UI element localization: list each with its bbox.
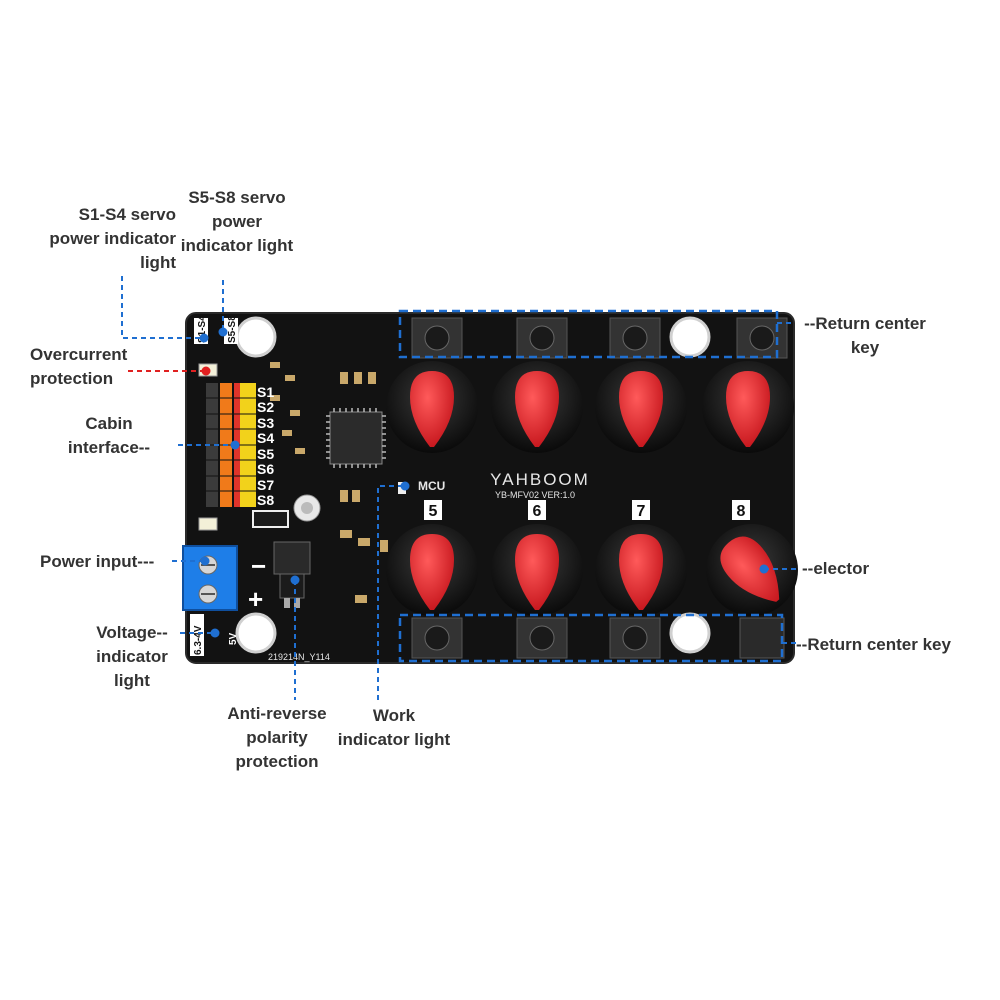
fuse-component (252, 510, 289, 528)
mcu-label: MCU (418, 479, 445, 493)
s1-s4-silk: S1-S4 (197, 315, 208, 343)
callout-dots (199, 327, 769, 638)
servo-label-s7: S7 (257, 477, 274, 493)
knobs-row-top (386, 361, 794, 453)
servo-label-s6: S6 (257, 461, 274, 477)
minus-sign: − (251, 551, 266, 581)
label-selector: --elector (802, 559, 870, 578)
brand-logo-text: YAHBOOM (490, 470, 590, 489)
capacitor (293, 494, 321, 522)
power-terminal-block (182, 545, 238, 611)
serial-text: 219214N_Y114 (268, 652, 330, 662)
tact-switch-bottom-2 (516, 617, 568, 659)
v5-silk: 5V (228, 632, 239, 645)
board-silkscreen: YAHBOOM YB-MFV02 VER:1.0 219214N_Y114 MC… (268, 470, 590, 662)
key-row-frames (398, 309, 784, 663)
top-keys-frame (398, 309, 779, 359)
knob-7 (595, 524, 687, 616)
tact-switch-bottom-3 (609, 617, 661, 659)
servo-label-s5: S5 (257, 446, 274, 462)
voltage-silk: 6.3-4V (193, 625, 204, 655)
knob-2 (491, 361, 583, 453)
knobs-row-bottom (386, 524, 798, 616)
servo-label-s8: S8 (257, 492, 274, 508)
label-voltage-indicator-light: Voltage-- indicator light (96, 623, 168, 690)
label-return-center-key-top: --Return center key (804, 314, 926, 357)
label-s1-s4-servo-power-light: S1-S4 servo power indicator light (49, 205, 176, 272)
mounting-holes (235, 316, 711, 654)
mcu-chip (326, 408, 386, 468)
knob-6 (491, 524, 583, 616)
knob-number-5: 5 (429, 503, 438, 520)
knob-number-7: 7 (637, 503, 646, 520)
plus-sign: + (248, 584, 263, 614)
knob-number-6: 6 (533, 503, 542, 520)
servo-label-s1: S1 (257, 384, 274, 400)
servo-channel-labels: S1 S2 S3 S4 S5 S6 S7 S8 (257, 384, 274, 508)
s5-s8-silk: S5-S8 (227, 315, 238, 343)
bottom-return-keys (411, 617, 785, 659)
knob-4 (702, 361, 794, 453)
callout-s1-s4 (121, 276, 202, 339)
servo-label-s3: S3 (257, 415, 274, 431)
top-return-keys (411, 317, 788, 359)
tact-switch-top-3 (609, 317, 661, 359)
callout-lines (121, 276, 800, 700)
servo-label-s2: S2 (257, 399, 274, 415)
knob-number-labels: 5 6 7 8 (424, 500, 750, 520)
label-power-input: Power input--- (40, 552, 155, 571)
tact-switch-top-1 (411, 317, 463, 359)
label-return-center-key-bottom: --Return center key (796, 635, 951, 654)
polarity-marks: − + (248, 551, 266, 614)
label-work-indicator-light: Work indicator light (337, 706, 451, 749)
tact-switch-bottom-1 (411, 617, 463, 659)
servo-label-s4: S4 (257, 430, 274, 446)
label-cabin-interface: Cabin interface-- (67, 414, 151, 457)
fuse-f2 (198, 517, 218, 531)
corner-silkscreen: S1-S4 S5-S8 6.3-4V 5V (190, 315, 239, 656)
knob-3 (595, 361, 687, 453)
bottom-keys-frame (398, 613, 784, 663)
knob-5 (386, 524, 478, 616)
smd-components (270, 362, 388, 603)
tact-switch-bottom-4 (739, 617, 785, 659)
knob-8 (706, 524, 798, 616)
knob-number-8: 8 (737, 503, 746, 520)
label-overcurrent-protection: Overcurrent protection (30, 345, 128, 388)
knob-1 (386, 361, 478, 453)
label-s5-s8-servo-power-light: S5-S8 servo power indicator light (180, 188, 294, 255)
tact-switch-top-2 (516, 317, 568, 359)
model-text: YB-MFV02 VER:1.0 (495, 490, 575, 500)
label-anti-reverse-protection: Anti-reverse polarity protection (227, 704, 327, 771)
tact-switch-top-4 (736, 317, 788, 359)
